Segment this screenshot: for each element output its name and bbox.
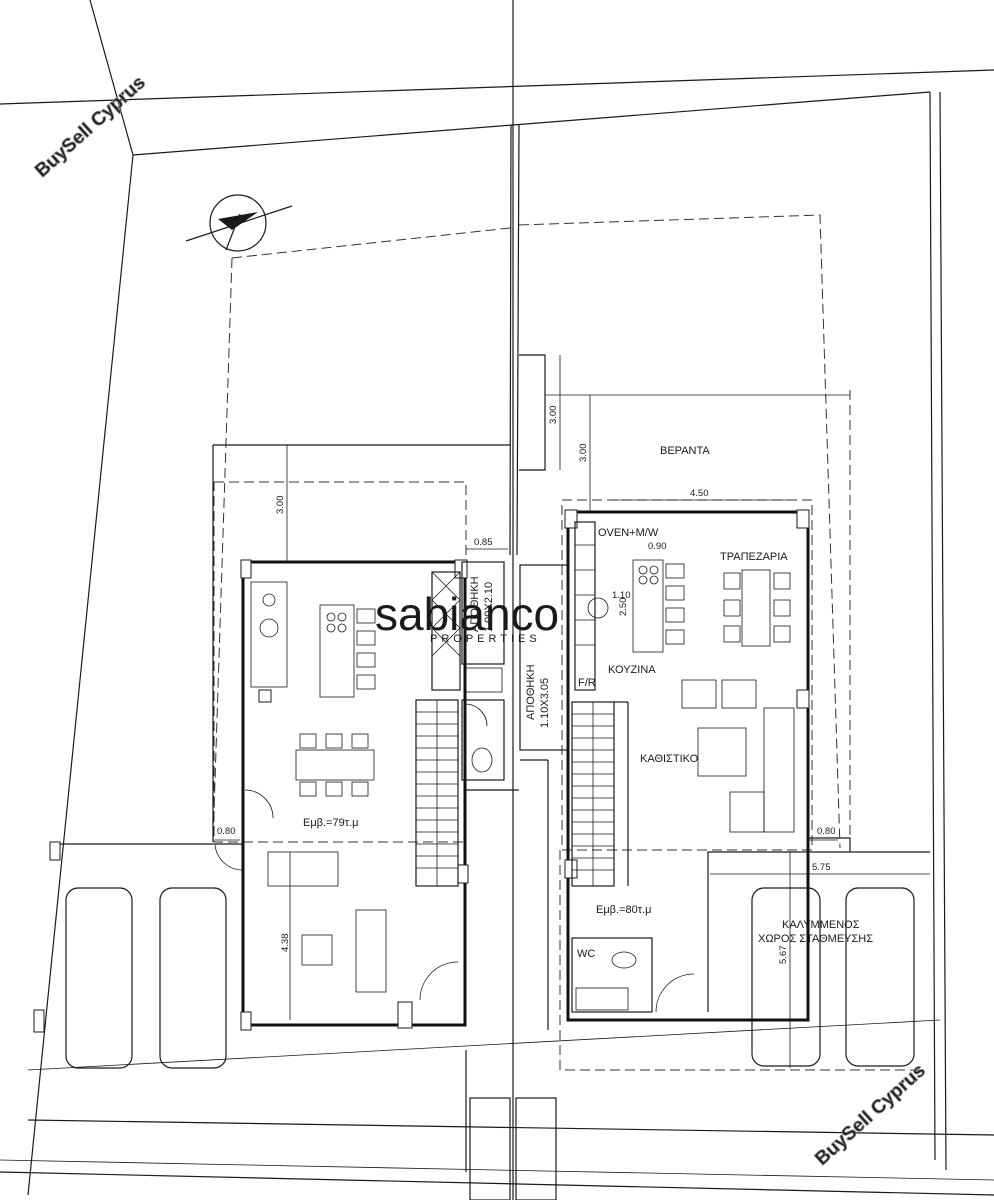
dim-parking-depth: 5.67	[778, 946, 789, 965]
center-logo-watermark: sabianco	[375, 588, 559, 640]
fridge-label: F/R	[578, 677, 596, 689]
left-parking	[33, 841, 244, 1069]
center-logo-subtitle: PROPERTIES	[430, 633, 541, 645]
watermark-bottom-right: BuySell Cyprus	[811, 1060, 929, 1170]
storage-mid-size: 1.10X3.05	[539, 678, 551, 728]
veranda-label: ΒΕΡΑΝΤΑ	[660, 445, 710, 457]
storage-left-label: ΑΠΟΘΗΚΗ	[469, 576, 481, 632]
dim-left-gate: 0.80	[217, 826, 236, 837]
dim-island-length: 2.50	[618, 598, 629, 617]
storage-mid-label: ΑΠΟΘΗΚΗ	[525, 664, 537, 720]
left-unit	[212, 444, 519, 1172]
dim-left-door: 0.85	[474, 537, 493, 548]
left-area-label: Εμβ.=79τ.μ	[303, 817, 358, 829]
dim-left-height: 4.38	[280, 934, 291, 953]
parking-label-line1: ΚΑΛΥΜΜΕΝΟΣ	[782, 919, 860, 931]
parking-label-line2: ΧΩΡΟΣ ΣΤΑΘΜΕΥΣΗΣ	[758, 933, 873, 945]
dim-right-gate: 0.80	[817, 826, 836, 837]
dim-kitchen-offset: 1.10	[612, 590, 631, 601]
dimension-lines	[214, 355, 930, 1068]
oven-label: OVEN+M/W	[598, 527, 659, 539]
right-area-label: Εμβ.=80τ.μ	[596, 904, 651, 916]
dim-veranda-width: 4.50	[690, 488, 709, 499]
dim-island-width: 0.90	[648, 541, 667, 552]
kitchen-label: ΚΟΥΖΙΝΑ	[608, 664, 656, 676]
living-label: ΚΑΘΙΣΤΙΚΟ	[640, 753, 699, 765]
storage-left-size: 1.00X2.10	[483, 582, 495, 632]
entrance-gates	[469, 1097, 557, 1200]
dim-parking-width: 5.75	[812, 862, 831, 873]
setback-lines	[212, 214, 920, 1071]
dim-mid-setback-b: 3.00	[578, 444, 589, 463]
wc-label: WC	[577, 948, 595, 960]
dim-mid-setback-a: 3.00	[548, 406, 559, 425]
dim-left-setback: 3.00	[275, 496, 286, 515]
dining-label: ΤΡΑΠΕΖΑΡΙΑ	[720, 551, 788, 563]
north-arrow-icon	[185, 194, 293, 252]
right-unit	[519, 354, 930, 1067]
